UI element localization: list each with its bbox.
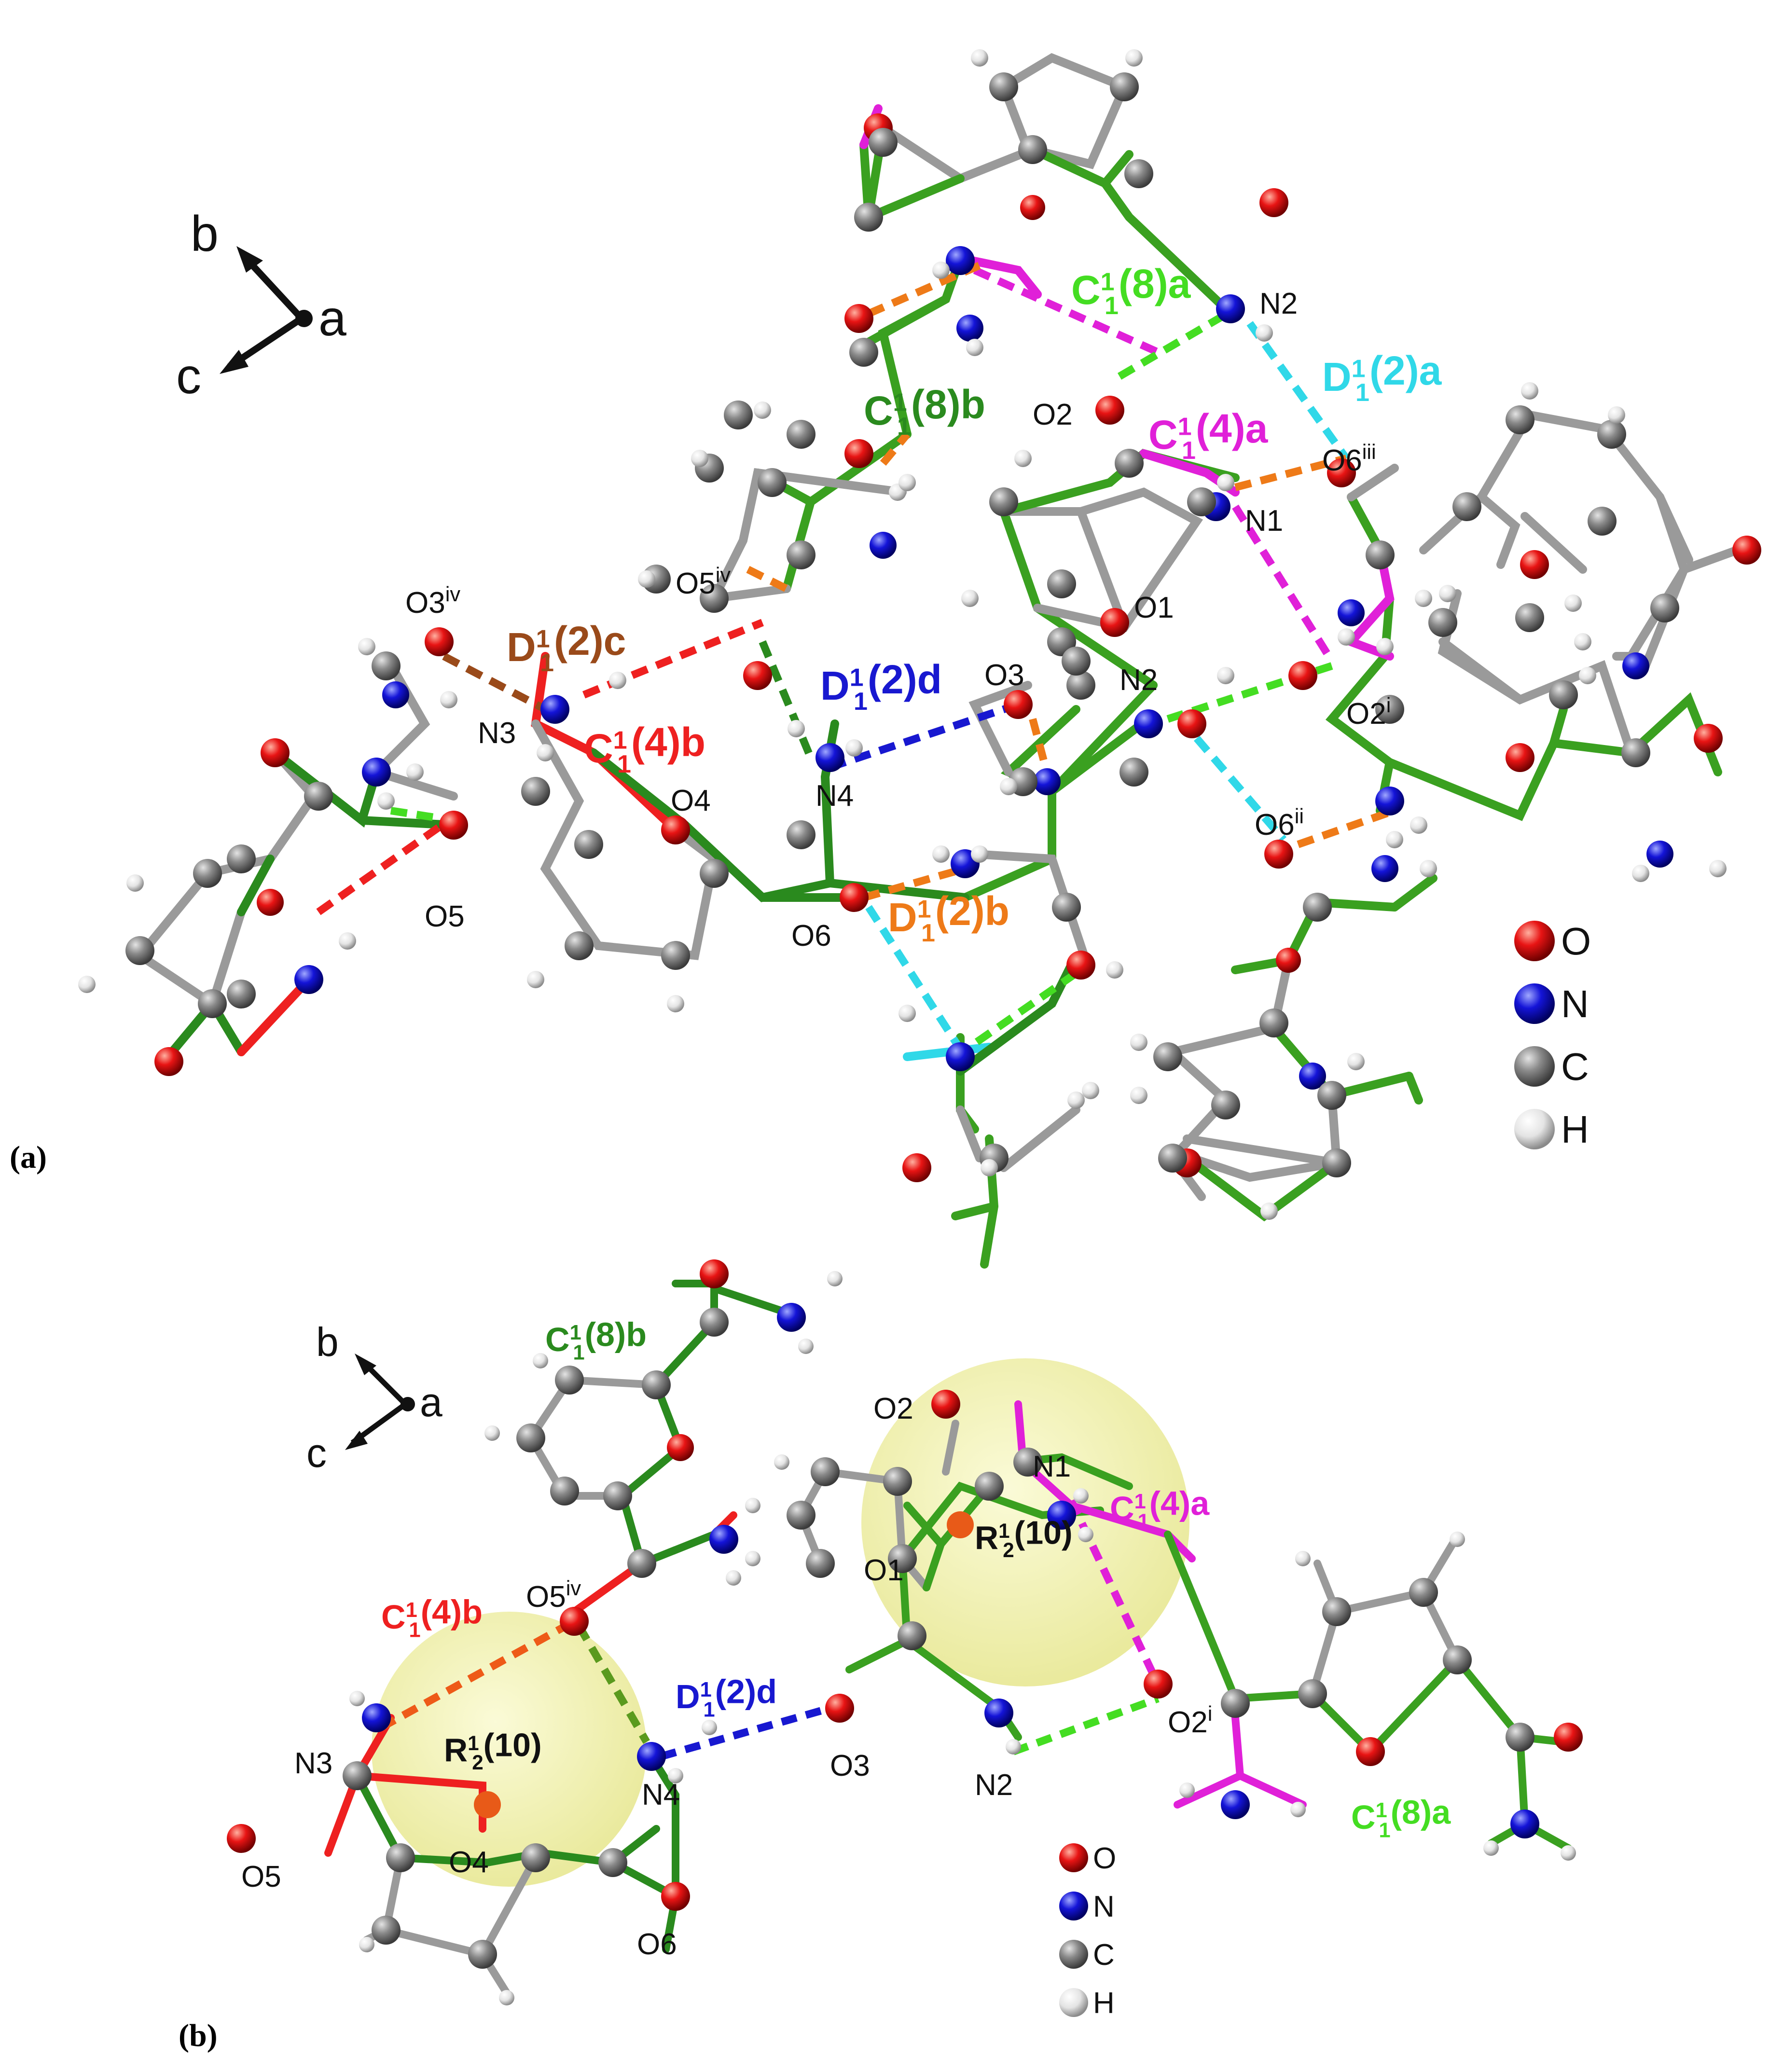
atom-label-O6iii: O6iii xyxy=(1322,441,1376,477)
atom-label-N4: N4 xyxy=(815,779,854,813)
ring-left-highlight xyxy=(372,1612,647,1887)
atom-label-O2: O2 xyxy=(1033,398,1073,431)
atoms-hydrogen-b xyxy=(349,1271,1576,2005)
atoms-hydrogen-a xyxy=(78,49,1727,1220)
atom-label-b-N3: N3 xyxy=(294,1747,332,1780)
atoms-oxygen-a xyxy=(154,113,1761,1182)
atom-label-N2-top: N2 xyxy=(1259,287,1298,320)
atoms-carbon-b xyxy=(343,1308,1534,1969)
axis-indicator-a xyxy=(220,246,313,374)
atom-label-b-N4: N4 xyxy=(642,1778,680,1811)
atom-label-b-N1: N1 xyxy=(1033,1450,1071,1483)
panel-a: b a c xyxy=(10,49,1761,1269)
atoms-nitrogen-b xyxy=(362,1303,1539,1838)
atom-label-O3iv: O3iv xyxy=(405,583,460,620)
atom-label-b-O2i: O2i xyxy=(1168,1702,1212,1739)
legend-a-N: N xyxy=(1561,982,1589,1025)
atom-label-N3: N3 xyxy=(478,717,516,750)
axis-c-label: c xyxy=(176,348,201,404)
legend-a: O N C H xyxy=(1514,920,1591,1151)
legend-b-N: N xyxy=(1093,1890,1115,1923)
legend-b-O: O xyxy=(1093,1842,1116,1875)
hbonds-a xyxy=(316,262,1396,1060)
axis-b-label-b: b xyxy=(316,1319,339,1365)
atom-label-b-O5: O5 xyxy=(241,1860,281,1893)
atom-label-b-O3: O3 xyxy=(830,1749,870,1782)
atom-label-b-O1: O1 xyxy=(864,1554,904,1587)
legend-a-H: H xyxy=(1561,1108,1589,1151)
atom-label-b-N2: N2 xyxy=(975,1768,1013,1802)
panel-b: b a c xyxy=(179,1259,1583,2053)
axis-indicator-b xyxy=(345,1354,415,1450)
axis-b-label: b xyxy=(191,206,219,262)
atom-label-O6: O6 xyxy=(791,919,831,953)
atom-label-O4: O4 xyxy=(671,784,711,817)
atom-label-b-O5iv: O5iv xyxy=(526,1577,581,1614)
axis-c-label-b: c xyxy=(306,1430,327,1476)
atom-label-N2-mid: N2 xyxy=(1119,663,1158,697)
axis-a-label-b: a xyxy=(420,1380,442,1425)
legend-b-H: H xyxy=(1093,1987,1115,2020)
legend-a-O: O xyxy=(1561,920,1591,963)
atom-label-O1: O1 xyxy=(1134,591,1174,624)
atom-label-b-O4: O4 xyxy=(449,1846,489,1879)
atoms-nitrogen-a xyxy=(294,246,1673,1090)
atom-label-O6ii: O6ii xyxy=(1255,805,1304,842)
atom-label-O5: O5 xyxy=(425,900,465,933)
legend-b: O N C H xyxy=(1059,1842,1116,2020)
atom-label-b-O2: O2 xyxy=(873,1392,913,1425)
atom-label-N1: N1 xyxy=(1245,504,1283,538)
atoms-oxygen-b xyxy=(227,1259,1583,1911)
atom-label-O2i: O2i xyxy=(1346,694,1391,731)
ring-right-highlight xyxy=(861,1358,1189,1686)
atom-label-b-O6: O6 xyxy=(637,1928,677,1961)
atom-label-O5iv: O5iv xyxy=(676,564,731,600)
axis-a-label: a xyxy=(318,290,346,346)
panel-a-label: (a) xyxy=(10,1140,47,1175)
panel-b-label: (b) xyxy=(179,2018,218,2053)
atom-label-O3: O3 xyxy=(984,659,1024,692)
legend-b-C: C xyxy=(1093,1938,1115,1972)
legend-a-C: C xyxy=(1561,1045,1589,1088)
